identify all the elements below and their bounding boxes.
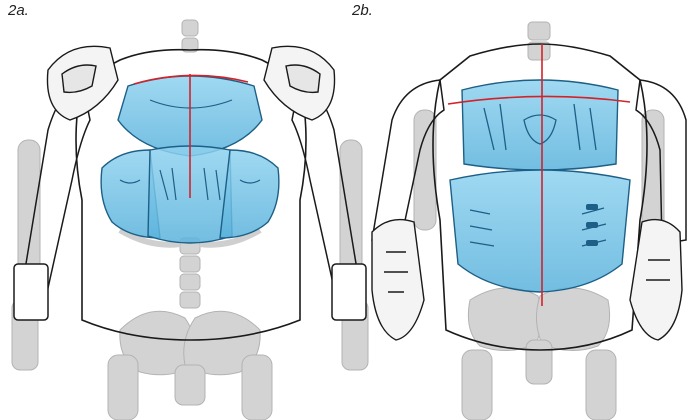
panel-a-right-cuff — [332, 264, 366, 320]
panel-a-right-lower-plate — [220, 150, 279, 238]
panel-b-lower-back-plate — [450, 170, 630, 292]
panel-b-left-elbow-guard — [372, 220, 424, 340]
panel-a-right-shoulder-pad — [264, 46, 335, 120]
panel-b-upper-back-plate — [462, 80, 618, 170]
panel-b-back-view — [372, 22, 686, 420]
panel-b-right-elbow-guard — [630, 220, 682, 340]
panel-a-left-cuff — [14, 264, 48, 320]
panel-a-front-view — [12, 20, 368, 420]
panel-a-left-shoulder-pad — [47, 46, 118, 120]
